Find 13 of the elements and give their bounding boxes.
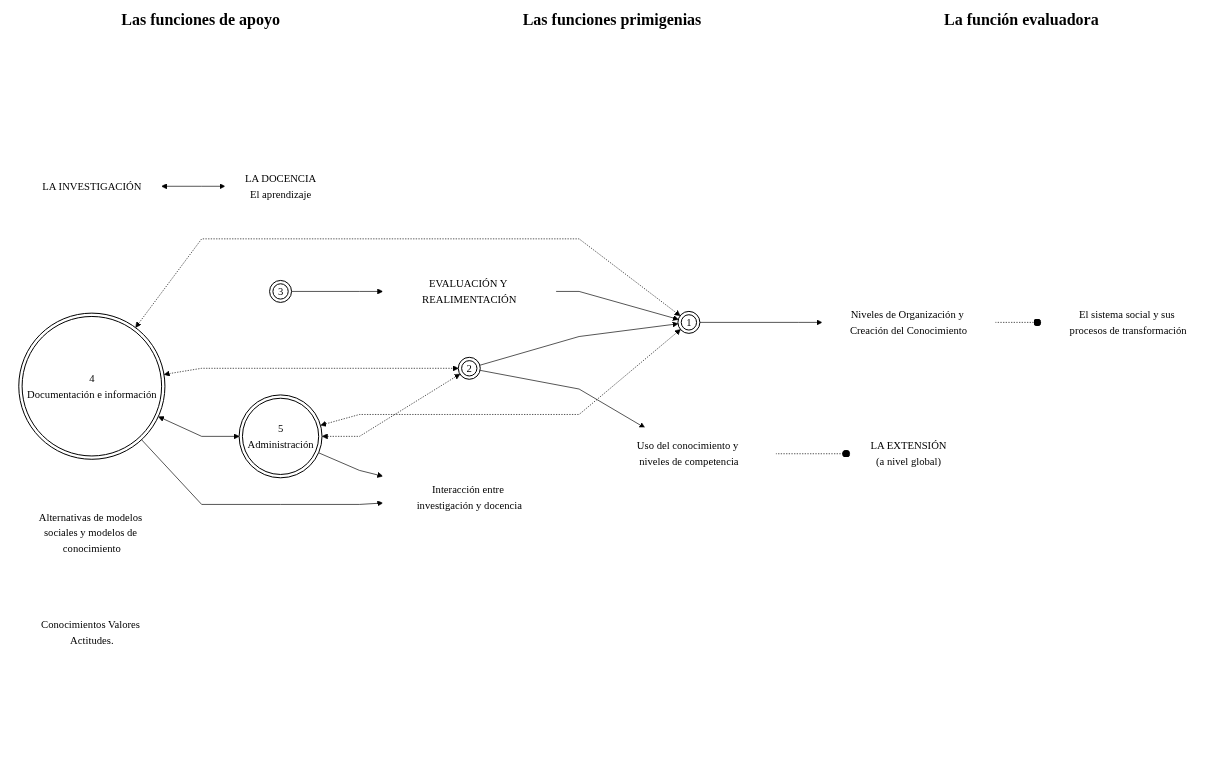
node-text: Uso del conocimiento y niveles de competencia — [636, 440, 739, 468]
node-text: Interacción entre investigación y docencia — [416, 484, 522, 512]
node-text: LA INVESTIGACIÓN — [42, 180, 142, 192]
node-text: LA EXTENSIÓN (a nivel global) — [870, 440, 947, 468]
node-text: EVALUACIÓN Y REALIMENTACIÓN — [422, 277, 517, 306]
node-text: El sistema social y sus procesos de transformación — [1069, 308, 1187, 337]
node-text: Niveles de Organización y Creación del Conocimiento — [849, 308, 968, 337]
node-text: Alternativas de modelos sociales y modelos de conocimiento — [38, 511, 143, 555]
node-text: LA DOCENCIA El aprendizaje — [244, 172, 317, 200]
section-heading: La función evaluadora — [944, 11, 1099, 29]
section-heading: Las funciones primigenias — [522, 11, 702, 29]
section-heading: Las funciones de apoyo — [121, 11, 280, 29]
node-text: Conocimientos Valores Actitudes. — [41, 619, 140, 647]
